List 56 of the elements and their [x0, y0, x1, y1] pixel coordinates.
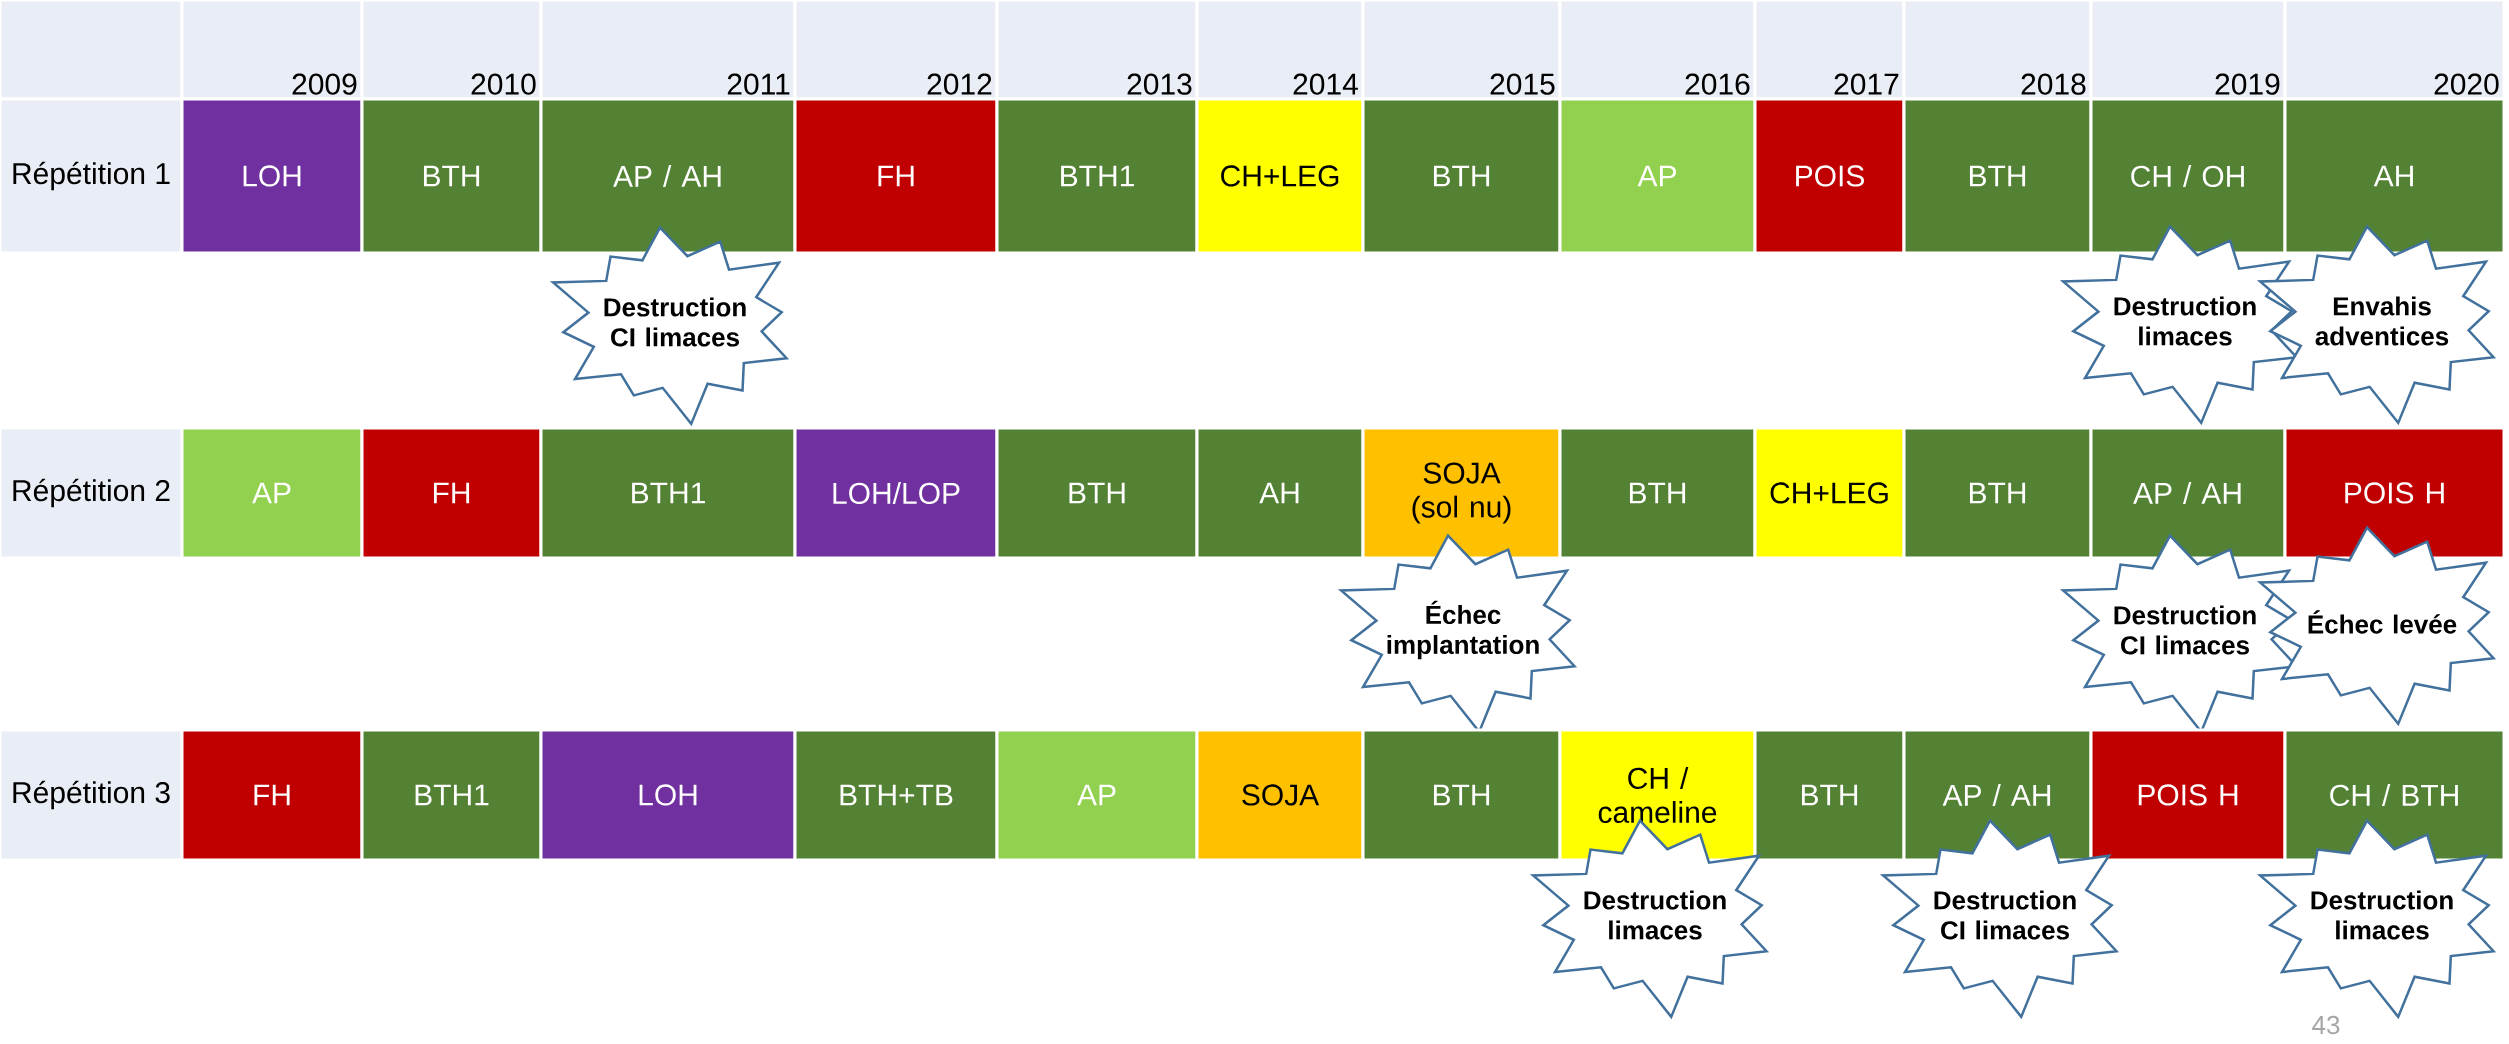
crop-cell: AP / AH	[2089, 426, 2287, 560]
year-header-cell: 2009	[180, 0, 364, 101]
crop-cell: FH	[180, 728, 364, 862]
crop-cell: AP	[995, 728, 1199, 862]
year-header-cell: 2020	[2283, 0, 2506, 101]
crop-cell: SOJA	[1195, 728, 1365, 862]
crop-cell: BTH	[1902, 97, 2093, 255]
crop-cell: POIS	[1753, 97, 1906, 255]
crop-cell: BTH1	[539, 426, 797, 560]
crop-cell: CH+LEG	[1195, 97, 1365, 255]
row-header-cell: Répétition 2	[0, 426, 184, 560]
year-header-cell: 2016	[1558, 0, 1757, 101]
crop-cell: FH	[793, 97, 999, 255]
crop-cell: CH / OH	[2089, 97, 2287, 255]
crop-cell: CH / cameline	[1558, 728, 1757, 862]
crop-cell: BTH	[1361, 97, 1562, 255]
row-header-cell: Répétition 1	[0, 97, 184, 255]
crop-cell: BTH	[1753, 728, 1906, 862]
crop-cell: BTH+TB	[793, 728, 999, 862]
node-label: Envahis adventices	[2315, 296, 2449, 346]
crop-cell: AP / AH	[1902, 728, 2093, 862]
crop-cell: POIS H	[2089, 728, 2287, 862]
crop-cell: CH+LEG	[1753, 426, 1906, 560]
crop-cell: BTH	[360, 97, 543, 255]
year-header-cell: 2013	[995, 0, 1199, 101]
year-header-cell: 2015	[1361, 0, 1562, 101]
crop-cell: LOH/LOP	[793, 426, 999, 560]
node-label: Destruction limaces	[2311, 890, 2453, 940]
crop-cell: CH / BTH	[2283, 728, 2506, 862]
year-header-cell: 2011	[539, 0, 797, 101]
row-header-cell: Répétition 3	[0, 728, 184, 862]
crop-cell: LOH	[539, 728, 797, 862]
crop-cell: AP	[180, 426, 364, 560]
year-header-cell: 2019	[2089, 0, 2287, 101]
year-header-cell: 2018	[1902, 0, 2093, 101]
year-header-cell: 2012	[793, 0, 999, 101]
crop-cell: BTH1	[995, 97, 1199, 255]
year-header-cell: 2014	[1195, 0, 1365, 101]
node-label: Destruction CI limaces	[1934, 890, 2076, 940]
crop-cell: AP	[1558, 97, 1757, 255]
crop-cell: LOH	[180, 97, 364, 255]
year-header-cell: 2017	[1753, 0, 1906, 101]
crop-cell: BTH	[995, 426, 1199, 560]
crop-cell: BTH	[1361, 728, 1562, 862]
node-label: Échec levée	[2308, 610, 2457, 634]
year-header-cell: 2010	[360, 0, 543, 101]
crop-cell: AH	[2283, 97, 2506, 255]
crop-cell: AP / AH	[539, 97, 797, 255]
crop-cell: POIS H	[2283, 426, 2506, 560]
crop-cell: FH	[360, 426, 543, 560]
crop-cell: BTH	[1902, 426, 2093, 560]
node-label: Destruction limaces	[1584, 890, 1726, 940]
crop-cell: BTH	[1558, 426, 1757, 560]
crop-cell: SOJA (sol nu)	[1361, 426, 1562, 560]
crop-cell: AH	[1195, 426, 1365, 560]
crop-cell: BTH1	[360, 728, 543, 862]
